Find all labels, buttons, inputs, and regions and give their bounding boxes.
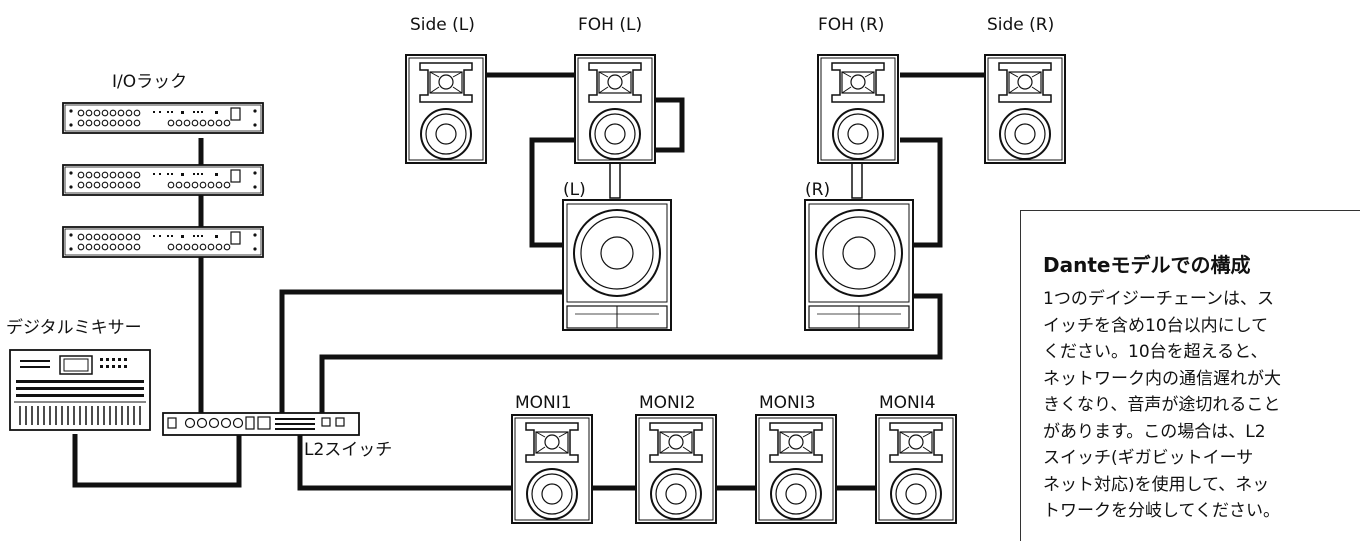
speaker-moni3 bbox=[755, 414, 837, 524]
label-sub-l: (L) bbox=[563, 180, 586, 200]
label-moni3: MONI3 bbox=[759, 393, 816, 413]
subwoofer-r bbox=[804, 199, 914, 331]
label-io-rack: I/Oラック bbox=[112, 72, 188, 92]
label-side-r: Side (R) bbox=[987, 15, 1055, 35]
speaker-moni1 bbox=[511, 414, 593, 524]
l2-switch-unit bbox=[162, 412, 360, 436]
speaker-moni2 bbox=[635, 414, 717, 524]
note-line: イッチを含め10台以内にして bbox=[1043, 315, 1269, 336]
cable-switch-sub-l bbox=[279, 289, 565, 414]
cable-foh-l-sub-l bbox=[655, 97, 685, 153]
label-l2-switch: L2スイッチ bbox=[304, 440, 393, 460]
cable-sub-r-loop bbox=[900, 137, 943, 248]
network-cables bbox=[72, 72, 988, 491]
note-title: Danteモデルでの構成 bbox=[1043, 253, 1251, 277]
note-line: ネットワーク内の通信遅れが大 bbox=[1043, 368, 1281, 389]
label-moni2: MONI2 bbox=[639, 393, 696, 413]
label-moni1: MONI1 bbox=[515, 393, 572, 413]
label-mixer: デジタルミキサー bbox=[6, 318, 142, 338]
cable-switch-sub-r bbox=[319, 293, 943, 414]
note-line: があります。この場合は、L2 bbox=[1043, 421, 1266, 442]
note-line: トワークを分岐してください。 bbox=[1043, 501, 1280, 521]
label-foh-l: FOH (L) bbox=[578, 15, 643, 35]
note-line: スイッチ(ギガビットイーサ bbox=[1043, 448, 1254, 468]
digital-mixer bbox=[9, 349, 151, 431]
speaker-foh-l bbox=[574, 54, 656, 164]
label-side-l: Side (L) bbox=[410, 15, 475, 35]
io-rack-unit-3 bbox=[62, 226, 264, 258]
label-foh-r: FOH (R) bbox=[818, 15, 885, 35]
speaker-foh-r bbox=[817, 54, 899, 164]
io-rack-unit-2 bbox=[62, 164, 264, 196]
label-moni4: MONI4 bbox=[879, 393, 936, 413]
cable-sub-l-loop bbox=[529, 137, 575, 248]
speaker-side-r bbox=[984, 54, 1066, 164]
note-line: ネット対応)を使用して、ネッ bbox=[1043, 474, 1270, 495]
note-line: 1つのデイジーチェーンは、ス bbox=[1043, 289, 1274, 309]
note-box: Danteモデルでの構成 1つのデイジーチェーンは、ス イッチを含め10台以内に… bbox=[1020, 210, 1360, 541]
speaker-side-l bbox=[405, 54, 487, 164]
io-rack-unit-1 bbox=[62, 102, 264, 134]
note-body: 1つのデイジーチェーンは、ス イッチを含め10台以内にして ください。10台を超… bbox=[1043, 286, 1350, 525]
subwoofer-l bbox=[562, 199, 672, 331]
label-sub-r: (R) bbox=[805, 180, 831, 200]
cable-mixer-switch bbox=[72, 430, 242, 488]
speaker-moni4 bbox=[875, 414, 957, 524]
note-line: ください。10台を超えると、 bbox=[1043, 342, 1268, 362]
note-line: きくなり、音声が途切れること bbox=[1043, 395, 1281, 415]
